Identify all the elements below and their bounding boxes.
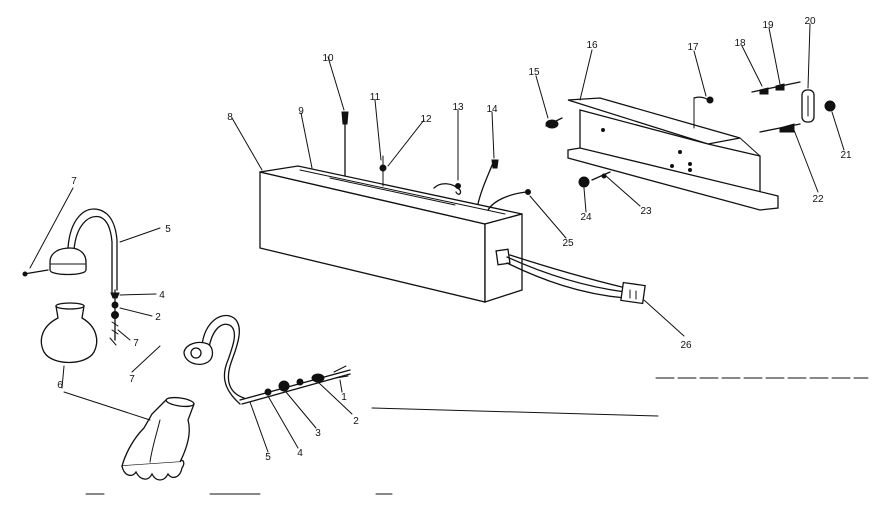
leader-lines — [29, 23, 845, 453]
callout-21: 21 — [840, 150, 852, 161]
callout-11: 11 — [370, 92, 381, 103]
callout-8: 8 — [227, 112, 233, 123]
callout-2-lower: 2 — [353, 416, 359, 427]
callout-18: 18 — [734, 38, 746, 49]
callout-26: 26 — [680, 340, 692, 351]
callout-16: 16 — [586, 40, 598, 51]
callout-20: 20 — [804, 16, 816, 27]
lower-lamp-arm — [183, 314, 351, 405]
callout-1: 1 — [341, 392, 347, 403]
callout-10: 10 — [322, 53, 334, 64]
fixture-box — [259, 111, 531, 303]
callout-4-upper: 4 — [159, 290, 165, 301]
callout-24: 24 — [580, 212, 592, 223]
callout-4-lower: 4 — [297, 448, 303, 459]
tulip-shade — [121, 396, 195, 481]
callout-23: 23 — [640, 206, 652, 217]
upper-lamp-arm — [22, 208, 120, 346]
callout-5-lower: 5 — [265, 452, 271, 463]
mounting-bracket — [545, 81, 836, 211]
callout-6: 6 — [57, 380, 63, 391]
callout-7-upper: 7 — [71, 176, 77, 187]
stray-lines — [85, 377, 869, 495]
callout-19: 19 — [762, 20, 774, 31]
callout-3: 3 — [315, 428, 321, 439]
callout-5-upper: 5 — [165, 224, 171, 235]
power-cord — [506, 254, 646, 305]
callout-25: 25 — [562, 238, 574, 249]
callout-9: 9 — [298, 106, 304, 117]
callout-22: 22 — [812, 194, 824, 205]
callout-12: 12 — [420, 114, 432, 125]
callout-labels: 7 5 4 2 7 6 7 1 2 3 4 5 8 9 10 11 12 13 … — [57, 16, 852, 463]
callout-17: 17 — [687, 42, 699, 53]
callout-15: 15 — [528, 67, 540, 78]
callout-13: 13 — [452, 102, 464, 113]
callout-7-lower: 7 — [129, 374, 135, 385]
globe-shade — [40, 302, 98, 364]
callout-14: 14 — [486, 104, 498, 115]
callout-2-upper: 2 — [155, 312, 161, 323]
callout-7-middle: 7 — [133, 338, 139, 349]
